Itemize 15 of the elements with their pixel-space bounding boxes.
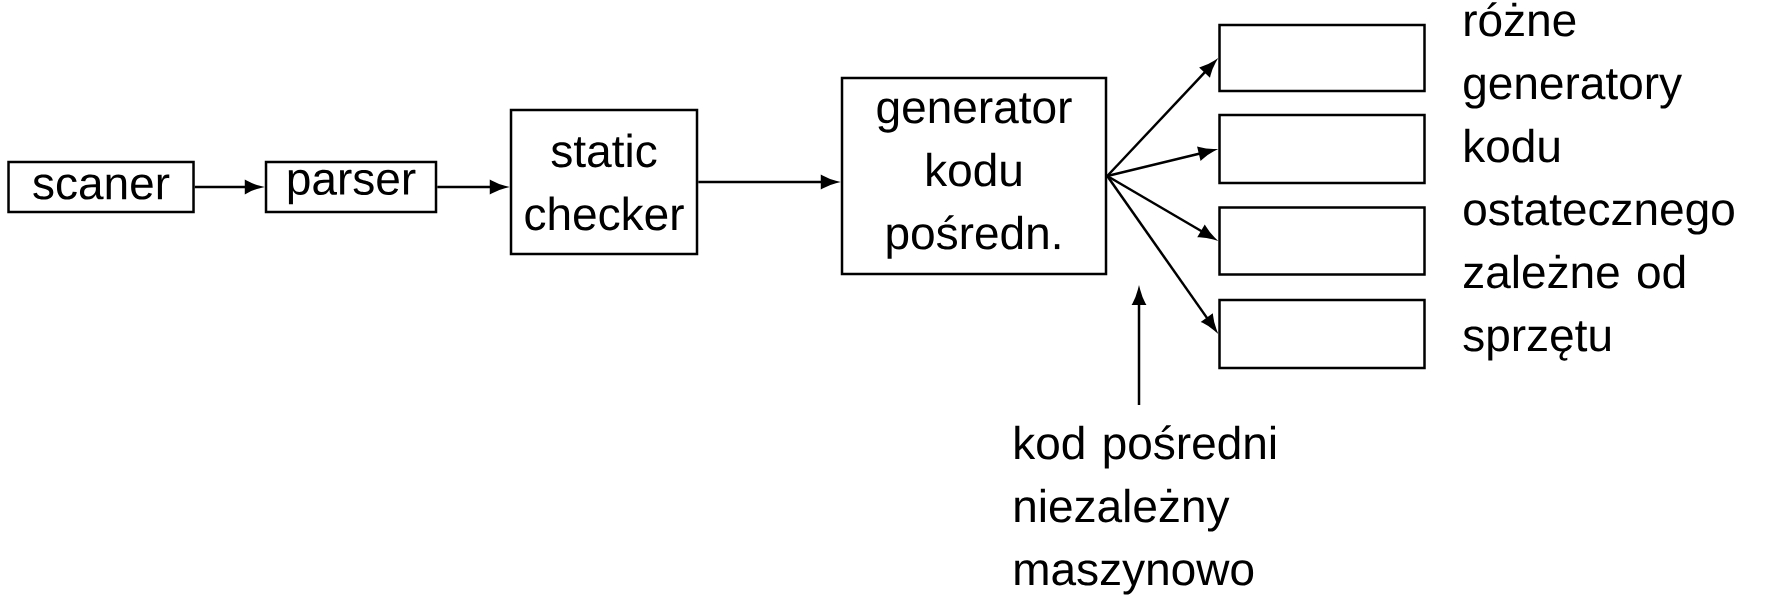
arrow (1106, 147, 1215, 178)
note-text: różne generatory kodu ostatecznego zależne od sprzętu (1463, 2, 1734, 361)
empty-box (1218, 23, 1426, 93)
arrow (1106, 174, 1216, 240)
empty-box (1218, 113, 1426, 185)
process-box: static checker (509, 108, 699, 256)
arrow (1106, 60, 1216, 177)
empty-box (1218, 206, 1426, 276)
arrow (1106, 175, 1217, 332)
leader-line (1132, 288, 1146, 405)
empty-box (1218, 298, 1426, 370)
process-box: scaner (7, 160, 195, 214)
note-text: kod pośredni niezależny maszynowo (1015, 425, 1275, 595)
process-box: parser (264, 160, 438, 214)
process-box: generator kodu pośredn. (840, 76, 1108, 276)
